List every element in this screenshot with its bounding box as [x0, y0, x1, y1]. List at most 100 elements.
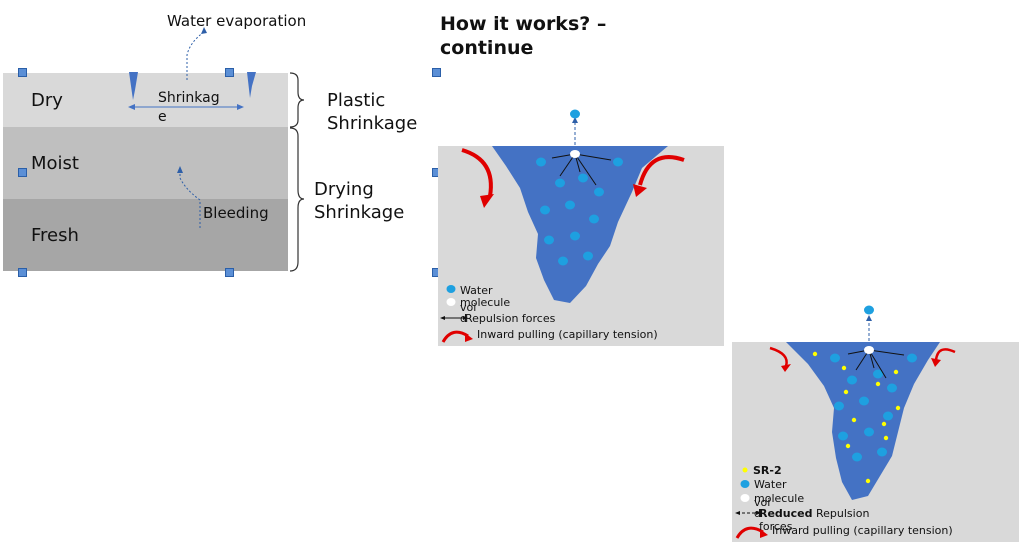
sr2-particle: [812, 351, 818, 357]
fresh-layer: [3, 199, 288, 271]
water-molecule: [565, 200, 575, 210]
water-molecule: [589, 214, 599, 224]
sr2-particles: [812, 351, 901, 484]
shrinkage-label-line2: e: [158, 109, 167, 125]
bleeding-label: Bleeding: [203, 204, 269, 222]
selection-handle[interactable]: [225, 268, 234, 277]
reduced-repulsion-arrows: [847, 349, 905, 379]
legend-void-label-2: d: [460, 312, 467, 325]
water-molecule: [907, 353, 917, 363]
shrinkage-arrowhead-right: [237, 104, 244, 110]
moist-label: Moist: [31, 153, 79, 174]
legend-void-label-1: voi: [754, 496, 771, 509]
legend-repulsion-label: Repulsion forces: [465, 312, 556, 325]
legend-inward-label: Inward pulling (capillary tension): [477, 328, 658, 341]
water-molecule: [544, 235, 554, 245]
evaporation-path: [186, 31, 205, 80]
water-molecule: [578, 173, 588, 183]
water-molecule: [594, 187, 604, 197]
inward-pulling-arrowhead-left: [781, 364, 791, 372]
selection-handle[interactable]: [18, 268, 27, 277]
water-molecule: [583, 251, 593, 261]
drying-brace: [289, 127, 305, 272]
legend-forces-label: forces: [759, 520, 793, 533]
legend-water-label-2: molecule: [460, 296, 511, 309]
inward-pulling-arrowhead-left: [480, 194, 494, 208]
water-molecule: [838, 431, 848, 441]
evaporation-arrowhead: [572, 117, 578, 123]
water-molecule: [873, 369, 883, 379]
water-molecule: [834, 401, 844, 411]
selection-handle[interactable]: [225, 68, 234, 77]
water-molecule: [830, 353, 840, 363]
water-evaporation-label: Water evaporation: [167, 12, 307, 30]
legend-water-icon: [740, 480, 750, 488]
sr2-particle: [841, 365, 847, 371]
legend-water-icon: [446, 285, 456, 293]
water-molecule: [883, 411, 893, 421]
bleeding-path: [179, 170, 201, 228]
water-molecule: [613, 157, 623, 167]
void: [570, 150, 580, 158]
sr2-particle: [845, 443, 851, 449]
crack-left: [129, 72, 138, 100]
dry-layer: [3, 73, 288, 127]
bleeding-arrowhead: [177, 166, 183, 173]
legend-water-label-2: molecule: [754, 492, 805, 505]
water-molecule: [864, 427, 874, 437]
legend-inward-label: Inward pulling (capillary tension): [772, 524, 953, 537]
legend-void-label-2: d: [754, 507, 761, 520]
inward-pulling-arrow-right: [934, 348, 956, 361]
sr2-particle: [875, 381, 881, 387]
capillary-pore: [492, 146, 668, 303]
inward-pulling-arrow-right: [638, 155, 685, 186]
void: [864, 346, 874, 354]
plastic-shrinkage-label: Plastic Shrinkage: [327, 90, 418, 134]
water-molecule: [847, 375, 857, 385]
inward-pulling-arrow-left: [461, 148, 493, 197]
water-molecule: [570, 231, 580, 241]
capillary-pore: [786, 342, 940, 500]
sr2-particle: [895, 405, 901, 411]
shrinkage-label-line1: Shrinkag: [158, 90, 220, 106]
fresh-label: Fresh: [31, 225, 79, 246]
moist-layer: [3, 127, 288, 199]
inward-pulling-arrowhead-right: [931, 358, 941, 367]
water-molecule: [852, 452, 862, 462]
water-molecule: [540, 205, 550, 215]
sr2-particle: [893, 369, 899, 375]
evaporating-water-molecule: [864, 305, 874, 315]
legend-void-icon: [740, 494, 750, 502]
sr2-particle: [843, 389, 849, 395]
inward-pulling-arrowhead-right: [633, 184, 647, 197]
drying-shrinkage-label: Drying Shrinkage: [314, 179, 405, 223]
water-molecule: [558, 256, 568, 266]
legend-sr2-icon: [742, 467, 748, 473]
plastic-brace: [289, 72, 305, 128]
legend-void-label-1: voi: [460, 301, 477, 314]
legend-water-label-1: Water: [460, 284, 493, 297]
selection-handle[interactable]: [432, 68, 441, 77]
evaporating-water-molecule: [570, 109, 580, 119]
water-molecule: [887, 383, 897, 393]
evaporation-arrowhead: [201, 27, 207, 34]
legend-void-icon: [446, 298, 456, 306]
legend-water-label-1: Water: [754, 478, 787, 491]
water-molecule: [536, 157, 546, 167]
shrinkage-arrowhead-left: [128, 104, 135, 110]
crack-right: [247, 72, 256, 98]
water-molecule: [877, 447, 887, 457]
slide-heading: How it works? – continue: [440, 13, 607, 59]
selection-handle[interactable]: [18, 168, 27, 177]
sr2-particle: [883, 435, 889, 441]
sr2-particle: [881, 421, 887, 427]
evaporation-arrowhead: [866, 315, 872, 321]
water-molecule: [859, 396, 869, 406]
selection-handle[interactable]: [18, 68, 27, 77]
sr2-particle: [865, 478, 871, 484]
inward-pulling-arrow-left: [769, 346, 788, 367]
legend-sr2-label: SR-2: [753, 464, 782, 477]
layer-annotations: [128, 27, 305, 272]
